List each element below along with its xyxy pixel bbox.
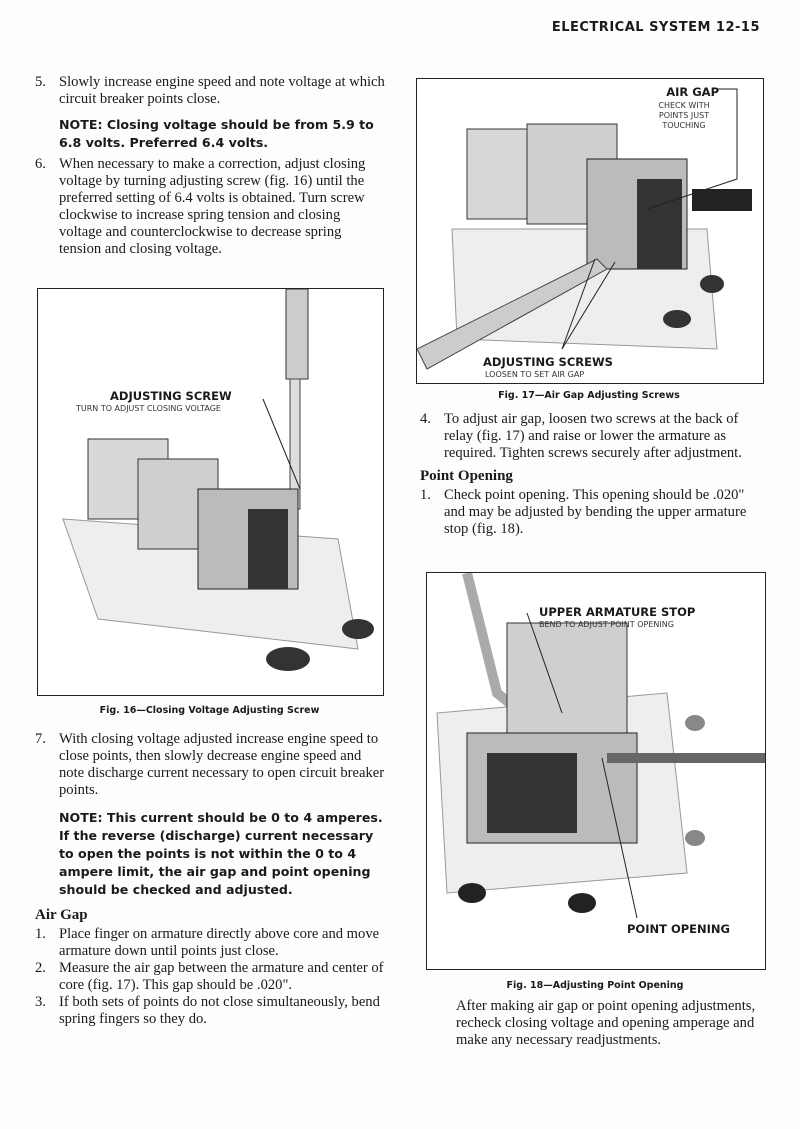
upper-armature-stop-sublabel: BEND TO ADJUST POINT OPENING <box>539 620 674 629</box>
figure-17-caption: Fig. 17—Air Gap Adjusting Screws <box>498 390 680 401</box>
figure-18-caption: Fig. 18—Adjusting Point Opening <box>506 980 684 991</box>
step-number: 2. <box>35 960 46 976</box>
step-number: 6. <box>35 156 46 172</box>
figure-16: ADJUSTING SCREW TURN TO ADJUST CLOSING V… <box>37 288 384 696</box>
point-opening-label: POINT OPENING <box>627 922 730 936</box>
step-number: 1. <box>420 487 431 503</box>
left-column-bottom: 7. With closing voltage adjusted increase… <box>35 731 387 1028</box>
adjusting-screws-sublabel: LOOSEN TO SET AIR GAP <box>485 370 585 379</box>
air-gap-step: 1. Place finger on armature directly abov… <box>35 926 387 960</box>
step-number: 3. <box>35 994 46 1010</box>
adjusting-screw-sublabel: TURN TO ADJUST CLOSING VOLTAGE <box>76 404 221 413</box>
point-opening-heading: Point Opening <box>420 468 513 484</box>
step-text: Check point opening. This opening should… <box>444 487 747 537</box>
left-column-top: 5. Slowly increase engine speed and note … <box>35 74 385 258</box>
step-text: With closing voltage adjusted increase e… <box>59 731 385 798</box>
figure-16-caption: Fig. 16—Closing Voltage Adjusting Screw <box>99 705 320 716</box>
air-gap-step: 3. If both sets of points do not close si… <box>35 994 387 1028</box>
step-number: 4. <box>420 411 431 427</box>
relay-illustration <box>436 573 765 919</box>
step-text: If both sets of points do not close simu… <box>59 994 380 1027</box>
point-opening-step: 1. Check point opening. This opening shou… <box>420 487 765 538</box>
note-discharge-current: NOTE: This current should be 0 to 4 ampe… <box>59 810 383 897</box>
air-gap-sublabel: CHECK WITH POINTS JUST TOUCHING <box>658 101 710 130</box>
closing-paragraph: After making air gap or point opening ad… <box>456 998 756 1048</box>
air-gap-step: 2. Measure the air gap between the armatu… <box>35 960 387 994</box>
step-7: 7. With closing voltage adjusted increase… <box>35 731 387 799</box>
step-text: When necessary to make a correction, adj… <box>59 156 366 257</box>
step-6: 6. When necessary to make a correction, a… <box>35 156 385 258</box>
adjusting-screw-label: ADJUSTING SCREW <box>110 389 232 403</box>
figure-18: UPPER ARMATURE STOP BEND TO ADJUST POINT… <box>426 572 766 970</box>
step-text: Slowly increase engine speed and note vo… <box>59 74 385 107</box>
relay-illustration <box>62 289 374 671</box>
relay-illustration <box>417 88 752 370</box>
figure-17: AIR GAP CHECK WITH POINTS JUST TOUCHING … <box>416 78 764 384</box>
step-4: 4. To adjust air gap, loosen two screws a… <box>420 411 765 462</box>
air-gap-heading: Air Gap <box>35 907 88 923</box>
step-text: Place finger on armature directly above … <box>59 926 380 959</box>
step-5: 5. Slowly increase engine speed and note … <box>35 74 385 108</box>
page-header: ELECTRICAL SYSTEM 12-15 <box>551 20 760 35</box>
step-number: 7. <box>35 731 46 747</box>
step-number: 1. <box>35 926 46 942</box>
step-text: Measure the air gap between the armature… <box>59 960 384 993</box>
step-number: 5. <box>35 74 46 90</box>
right-column-middle: 4. To adjust air gap, loosen two screws a… <box>420 411 765 538</box>
air-gap-label: AIR GAP <box>666 85 719 99</box>
note-closing-voltage: NOTE: Closing voltage should be from 5.9… <box>59 117 374 150</box>
adjusting-screws-label: ADJUSTING SCREWS <box>483 355 613 369</box>
upper-armature-stop-label: UPPER ARMATURE STOP <box>539 605 696 619</box>
step-text: To adjust air gap, loosen two screws at … <box>444 411 742 461</box>
